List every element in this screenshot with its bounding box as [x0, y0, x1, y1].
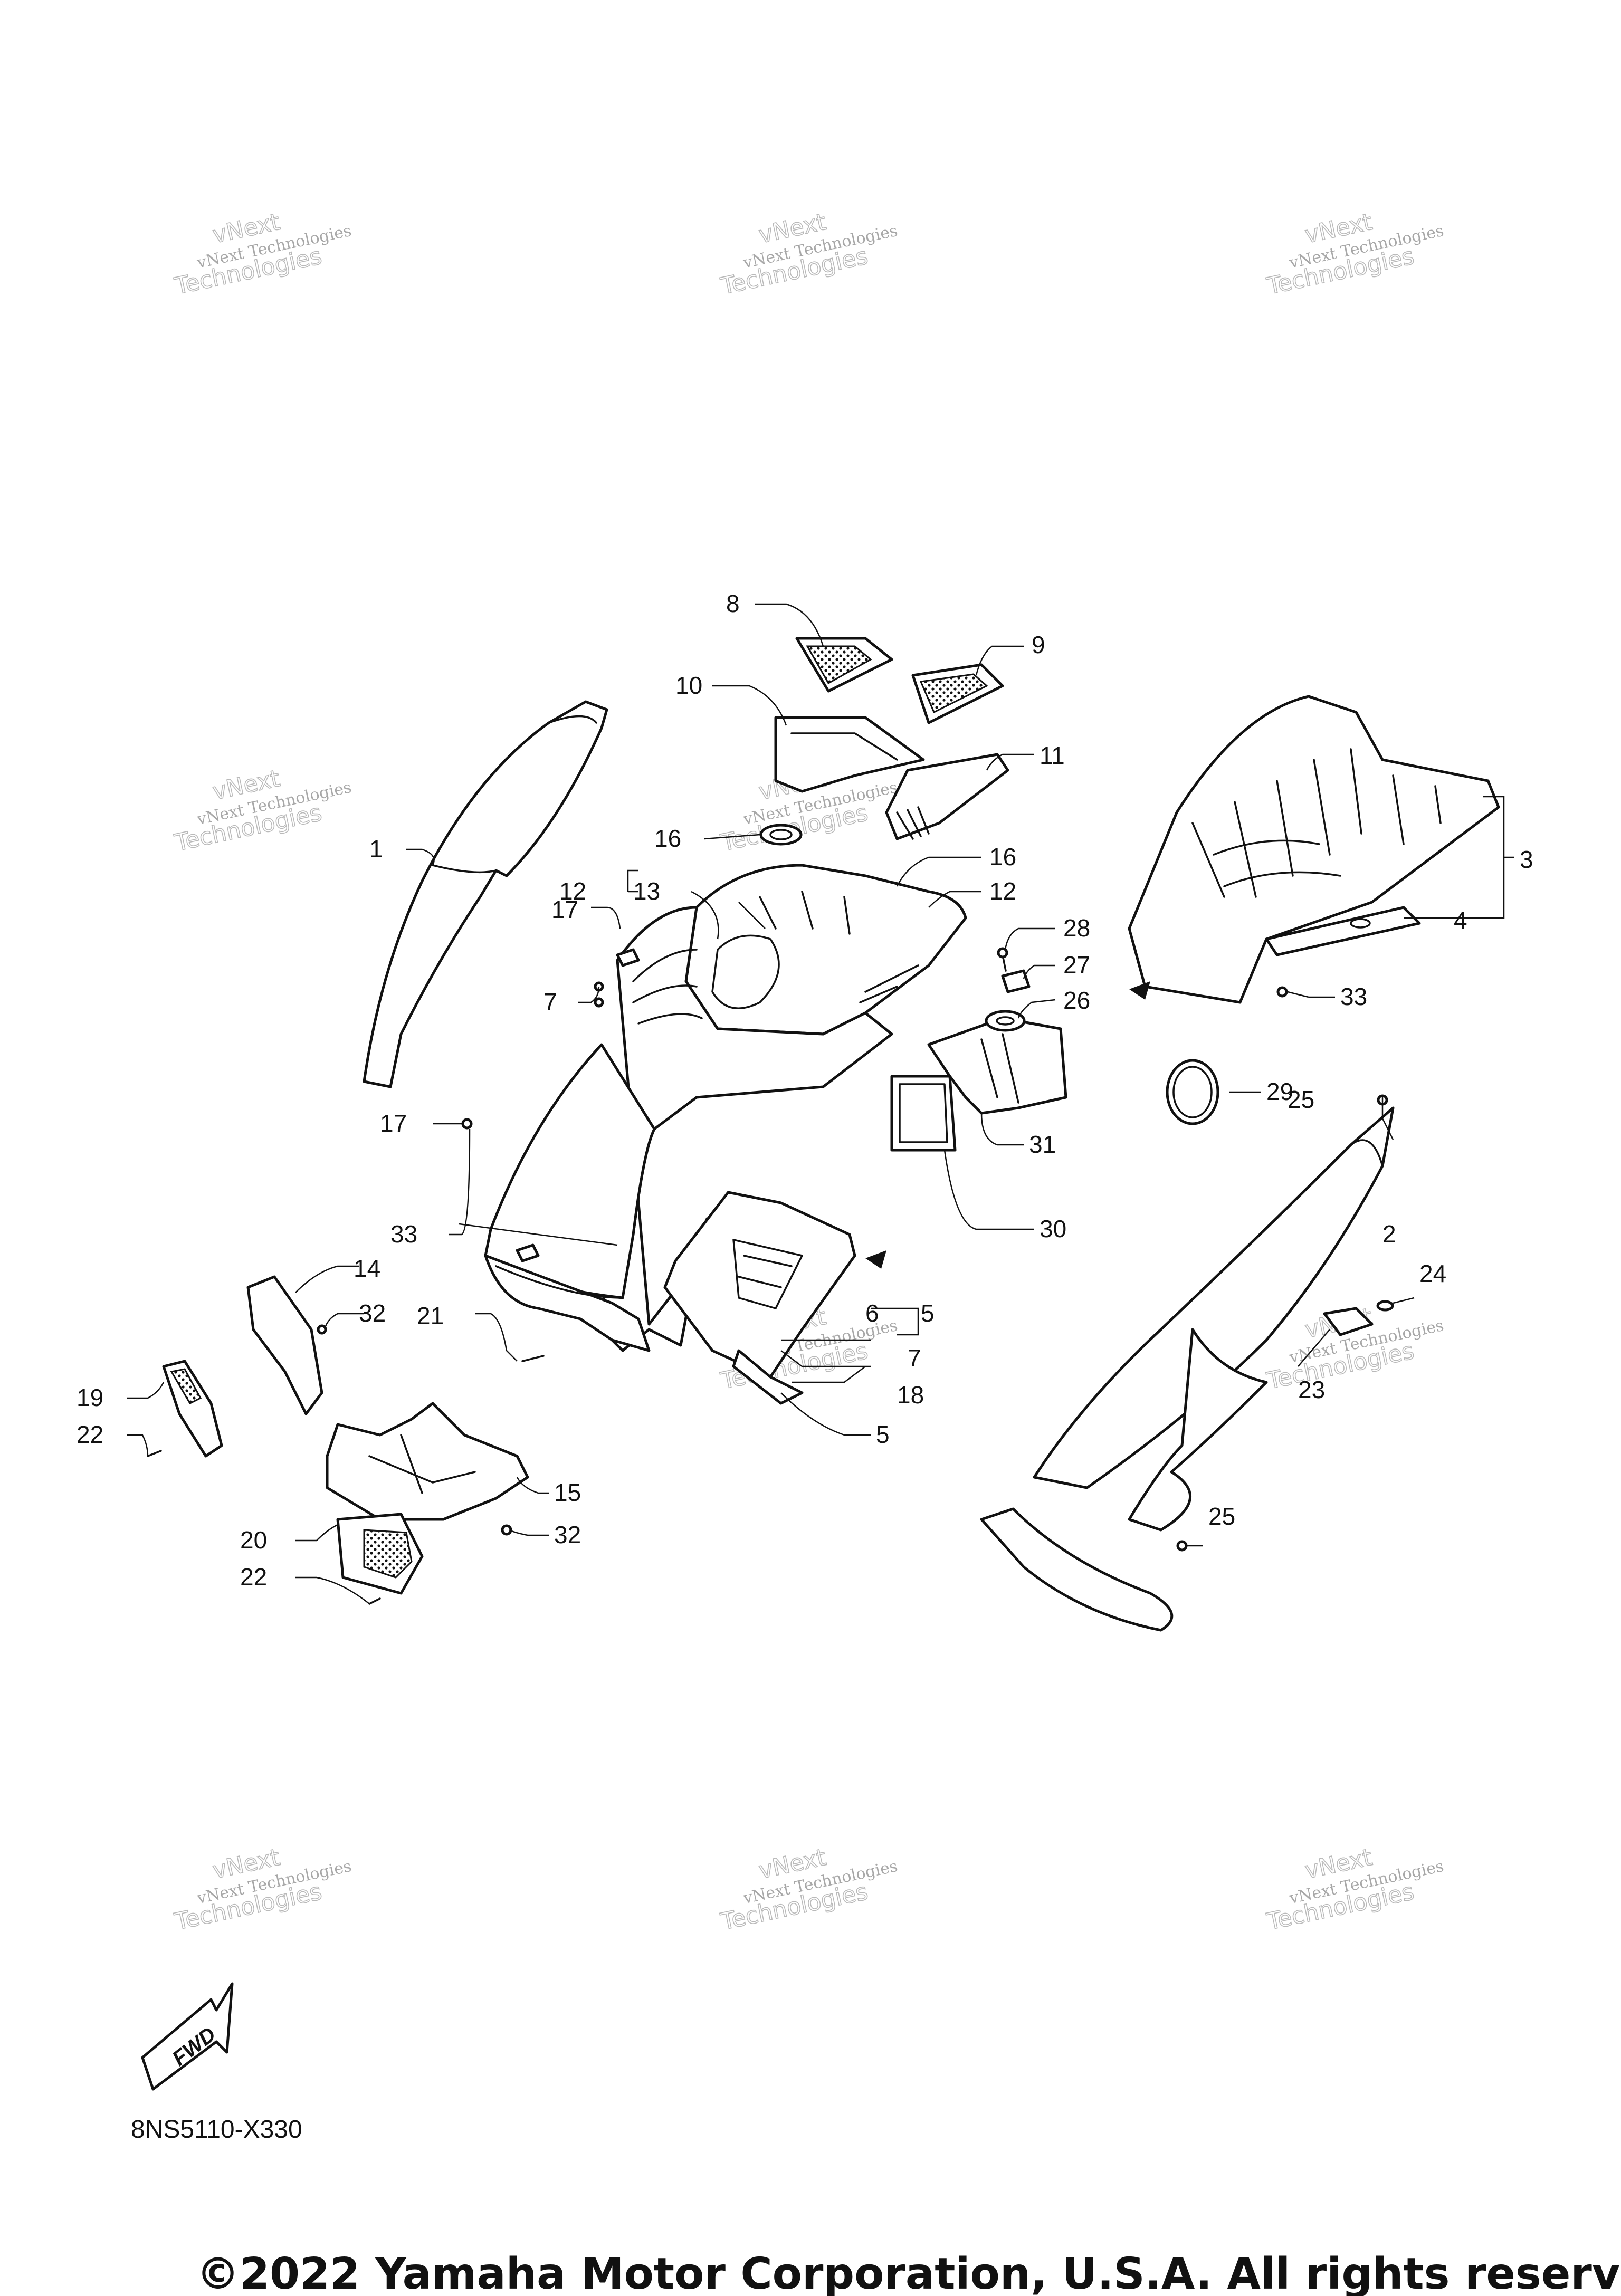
- callout-12-right: 12: [989, 877, 1016, 905]
- part-20-mesh-cover: [336, 1513, 424, 1595]
- part-2-side-cover-right: [980, 1106, 1395, 1632]
- diagram-code: 8NS5110-X330: [131, 2116, 302, 2144]
- callout-32-bottom: 32: [554, 1521, 581, 1548]
- part-5-lower-panel: [663, 1191, 856, 1405]
- callout-1: 1: [369, 835, 383, 863]
- callout-22-top: 22: [77, 1421, 103, 1448]
- callout-23: 23: [1298, 1376, 1325, 1403]
- fasteners: [147, 948, 1388, 1605]
- callout-5-bottom: 5: [876, 1421, 890, 1448]
- callout-17-top: 17: [551, 896, 578, 923]
- part-28-screw: [997, 947, 1008, 972]
- main-deck-body: [484, 906, 893, 1352]
- part-23-tab: [1323, 1307, 1374, 1336]
- direction-arrows: [865, 981, 1150, 1269]
- part-29-band-clamp: [1166, 1059, 1219, 1125]
- callout-9: 9: [1032, 631, 1045, 658]
- part-31-intake-duct: [927, 1017, 1067, 1115]
- callout-30: 30: [1040, 1215, 1066, 1242]
- part-15-bracket-assembly: [326, 1402, 529, 1521]
- part-30-duct-seal: [890, 1075, 957, 1152]
- callout-3: 3: [1520, 846, 1533, 873]
- callout-19: 19: [77, 1384, 103, 1411]
- callout-16-right: 16: [989, 843, 1016, 870]
- part-27-clip: [1001, 969, 1031, 993]
- callout-5-top: 5: [921, 1299, 935, 1327]
- callout-10: 10: [675, 672, 702, 699]
- part-19-plate: [162, 1360, 223, 1458]
- callout-33-right: 33: [1340, 983, 1367, 1010]
- part-1-side-cover-left: [363, 700, 608, 1088]
- callout-12-left: 12: [559, 877, 586, 905]
- fwd-arrow: FWD: [141, 1982, 234, 2091]
- callout-13: 13: [633, 877, 660, 905]
- callout-29: 29: [1266, 1078, 1293, 1105]
- part-3-storage-bin: [1128, 695, 1500, 1004]
- part-11-duct: [885, 753, 1009, 840]
- callout-18: 18: [897, 1381, 924, 1409]
- part-12-top-cover: [684, 864, 967, 1036]
- callout-4: 4: [1454, 906, 1467, 934]
- callout-32-top: 32: [359, 1299, 386, 1327]
- copyright-notice: ©2022 Yamaha Motor Corporation, U.S.A. A…: [196, 2249, 1621, 2296]
- callout-7-top: 7: [543, 988, 557, 1016]
- callout-21: 21: [417, 1302, 444, 1329]
- callout-17-bottom: 17: [380, 1109, 407, 1137]
- callout-27: 27: [1063, 951, 1090, 979]
- callout-labels: 8 9 10 11 1 16 16 12 13 12 17 7 3 4 33 2…: [77, 590, 1533, 1591]
- callout-2: 2: [1382, 1220, 1396, 1248]
- callout-16-left: 16: [654, 825, 681, 852]
- callout-14: 14: [354, 1255, 380, 1282]
- leader-lines: [127, 603, 1514, 1604]
- callout-8: 8: [726, 590, 740, 617]
- part-24-fastener: [1376, 1300, 1394, 1312]
- part-26-grommet-cap: [985, 1010, 1026, 1032]
- callout-6: 6: [865, 1299, 879, 1327]
- callout-24: 24: [1419, 1260, 1446, 1287]
- callout-33-left: 33: [390, 1220, 417, 1248]
- callout-31: 31: [1029, 1131, 1056, 1158]
- callout-25-bottom: 25: [1208, 1503, 1235, 1530]
- callout-28: 28: [1063, 914, 1090, 942]
- part-14-bracket: [246, 1275, 323, 1415]
- callout-22-bottom: 22: [240, 1563, 267, 1591]
- part-10-duct-cover: [774, 716, 925, 793]
- part-8-vent-grille: [795, 637, 893, 693]
- callout-26: 26: [1063, 987, 1090, 1014]
- callout-15: 15: [554, 1479, 581, 1506]
- callout-7-bottom: 7: [908, 1344, 921, 1372]
- callout-11: 11: [1040, 742, 1065, 769]
- part-9-vent-grille: [911, 663, 1004, 724]
- callout-25-top: 25: [1288, 1086, 1314, 1113]
- part-16-grommet-left: [759, 824, 803, 846]
- callout-20: 20: [240, 1526, 267, 1554]
